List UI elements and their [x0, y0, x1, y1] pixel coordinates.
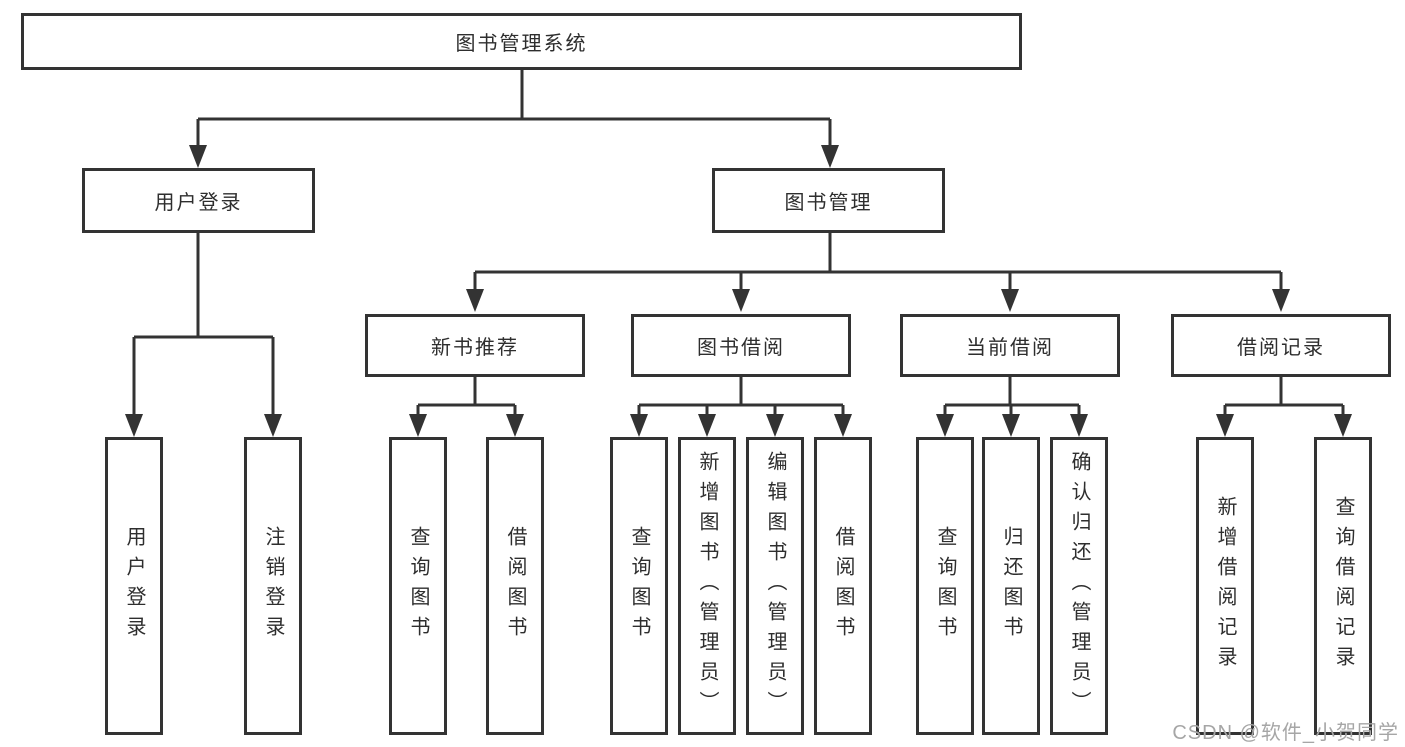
arrowhead: [506, 414, 524, 437]
arrowhead: [732, 289, 750, 312]
arrowhead: [125, 414, 143, 437]
leaf-query-borrow-record: 查询借阅记录: [1314, 437, 1372, 735]
connector-book-borrowing-children: [637, 377, 845, 415]
node-borrowing-records: 借阅记录: [1171, 314, 1391, 377]
arrowhead: [1070, 414, 1088, 437]
connector-user-login-children: [132, 233, 275, 415]
connector-current-borrowing-children: [943, 377, 1081, 415]
leaf-query-books-1: 查询图书: [389, 437, 447, 735]
leaf-query-books-3: 查询图书: [916, 437, 974, 735]
arrowhead: [264, 414, 282, 437]
arrowhead: [1002, 414, 1020, 437]
connector-paths: [132, 69, 1345, 415]
connector-new-book-children: [416, 377, 517, 415]
arrowheads: [125, 145, 1352, 437]
leaf-borrow-books-1: 借阅图书: [486, 437, 544, 735]
node-new-book-recommend: 新书推荐: [365, 314, 585, 377]
arrowhead: [1001, 289, 1019, 312]
node-book-management: 图书管理: [712, 168, 945, 233]
leaf-edit-books-admin: 编辑图书（管理员）: [746, 437, 804, 735]
arrowhead: [821, 145, 839, 168]
connector-book-management-to-level3: [473, 233, 1283, 291]
arrowhead: [630, 414, 648, 437]
node-root: 图书管理系统: [21, 13, 1022, 70]
leaf-query-books-2: 查询图书: [610, 437, 668, 735]
arrowhead: [698, 414, 716, 437]
arrowhead: [409, 414, 427, 437]
node-current-borrowing: 当前借阅: [900, 314, 1120, 377]
node-book-borrowing: 图书借阅: [631, 314, 851, 377]
leaf-logout: 注销登录: [244, 437, 302, 735]
arrowhead: [1272, 289, 1290, 312]
arrowhead: [936, 414, 954, 437]
leaf-add-books-admin: 新增图书（管理员）: [678, 437, 736, 735]
leaf-borrow-books-2: 借阅图书: [814, 437, 872, 735]
leaf-confirm-return-admin: 确认归还（管理员）: [1050, 437, 1108, 735]
connector-borrowing-records-children: [1223, 377, 1345, 415]
leaf-user-login: 用户登录: [105, 437, 163, 735]
arrowhead: [189, 145, 207, 168]
node-user-login: 用户登录: [82, 168, 315, 233]
leaf-return-books: 归还图书: [982, 437, 1040, 735]
arrowhead: [1216, 414, 1234, 437]
arrowhead: [766, 414, 784, 437]
connector-root-to-level2: [196, 69, 832, 146]
csdn-watermark: CSDN @软件_小贺同学: [1172, 722, 1399, 744]
arrowhead: [834, 414, 852, 437]
arrowhead: [466, 289, 484, 312]
leaf-add-borrow-record: 新增借阅记录: [1196, 437, 1254, 735]
arrowhead: [1334, 414, 1352, 437]
